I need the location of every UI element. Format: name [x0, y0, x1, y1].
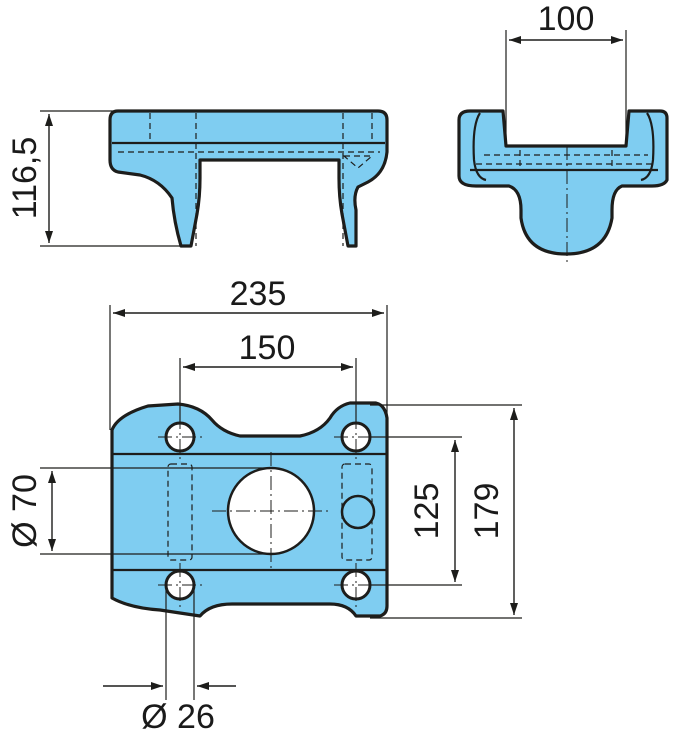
side-view-hidden-lines [118, 113, 380, 246]
plan-view: 235 150 125 179 Ø 70 Ø 26 [6, 275, 522, 732]
side-view-hidden-chamfer [342, 155, 374, 169]
dimension-label-side-height: 116,5 [6, 137, 44, 220]
dimension-label-overall-width: 235 [230, 275, 287, 313]
end-view: 100 [457, 0, 669, 262]
end-view-hidden-lines [476, 150, 656, 170]
dimension-label-end-width: 100 [538, 0, 595, 38]
side-boss [340, 494, 376, 530]
dimension-label-hole-spacing-x: 150 [239, 329, 296, 367]
hidden-slot-left [167, 463, 193, 561]
side-view: 116,5 [6, 109, 389, 248]
dimension-label-overall-depth: 179 [468, 483, 506, 540]
dimension-label-bore-diameter: Ø 70 [6, 474, 44, 548]
side-view-body [108, 109, 389, 248]
end-view-body [457, 109, 669, 256]
end-view-side-lips [472, 112, 655, 182]
dimension-label-hole-spacing-y: 125 [408, 483, 446, 540]
center-bore-centerlines [212, 452, 330, 568]
dimension-label-hole-diameter: Ø 26 [141, 698, 215, 732]
